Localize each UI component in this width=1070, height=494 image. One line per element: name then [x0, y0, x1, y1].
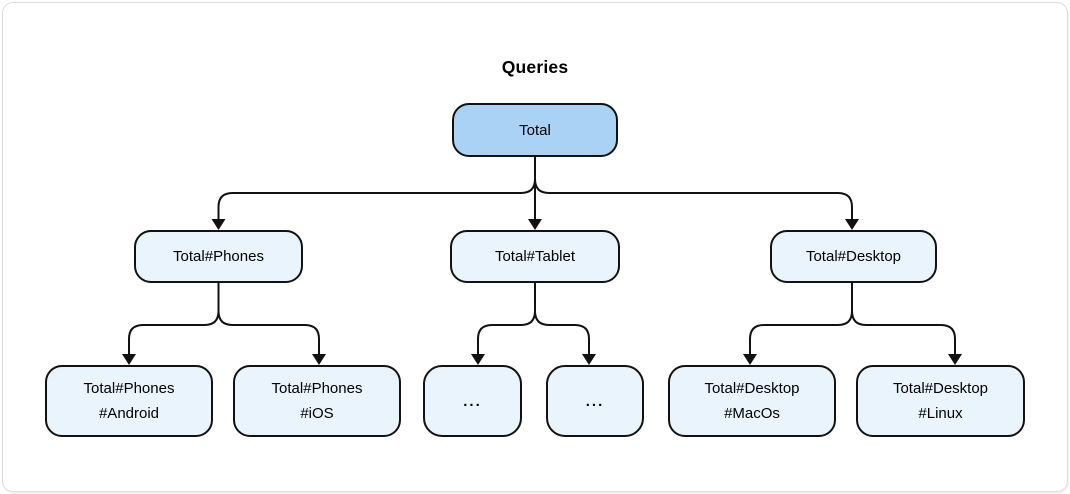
- edge-desktop-linux: [851, 282, 956, 355]
- edge-tablet-ellipsis-1: [477, 282, 536, 355]
- arrowhead-icon: [582, 354, 596, 365]
- node-total-phones-ios: Total#Phones #iOS: [233, 365, 401, 437]
- node-label-line1: Total#Phones: [271, 380, 363, 397]
- edge-total-phones: [217, 156, 536, 220]
- edge-total-desktop: [534, 156, 853, 220]
- node-label-line2: #MacOs: [724, 405, 780, 422]
- node-label-line2: #iOS: [300, 405, 334, 422]
- diagram-title: Queries: [501, 57, 569, 77]
- arrowhead-icon: [528, 219, 542, 230]
- node-label-line1: Total#Desktop: [704, 380, 800, 397]
- arrowhead-icon: [743, 354, 757, 365]
- node-label: Total#Phones: [173, 248, 264, 265]
- node-label: ...: [463, 392, 482, 410]
- arrowhead-icon: [211, 219, 226, 230]
- node-total-desktop-linux: Total#Desktop #Linux: [856, 365, 1025, 437]
- edge-phones-android: [128, 282, 220, 355]
- node-total-phones-android: Total#Phones #Android: [45, 365, 213, 437]
- node-ellipsis-2: ...: [546, 365, 644, 437]
- node-label: ...: [585, 392, 605, 410]
- arrowhead-icon: [845, 219, 859, 230]
- node-total-tablet: Total#Tablet: [450, 230, 620, 283]
- node-label: Total#Desktop: [805, 248, 902, 265]
- node-total: Total: [452, 103, 618, 157]
- node-label-line2: #Linux: [918, 405, 963, 422]
- node-label-line2: #Android: [98, 405, 160, 422]
- node-total-phones: Total#Phones: [134, 230, 303, 283]
- node-label: Total#Tablet: [494, 248, 576, 265]
- edge-tablet-ellipsis-2: [534, 282, 590, 355]
- node-label-line1: Total#Phones: [83, 380, 175, 397]
- node-total-desktop: Total#Desktop: [770, 230, 937, 283]
- arrowhead-icon: [312, 354, 326, 365]
- arrowhead-icon: [471, 354, 485, 365]
- node-label: Total: [519, 121, 551, 139]
- node-label-line1: Total#Desktop: [892, 380, 989, 397]
- edge-desktop-macos: [749, 282, 853, 355]
- arrowhead-icon: [948, 354, 962, 365]
- node-ellipsis-1: ...: [423, 365, 522, 437]
- arrowhead-icon: [122, 354, 136, 365]
- node-total-desktop-macos: Total#Desktop #MacOs: [668, 365, 836, 437]
- edge-phones-ios: [217, 282, 320, 355]
